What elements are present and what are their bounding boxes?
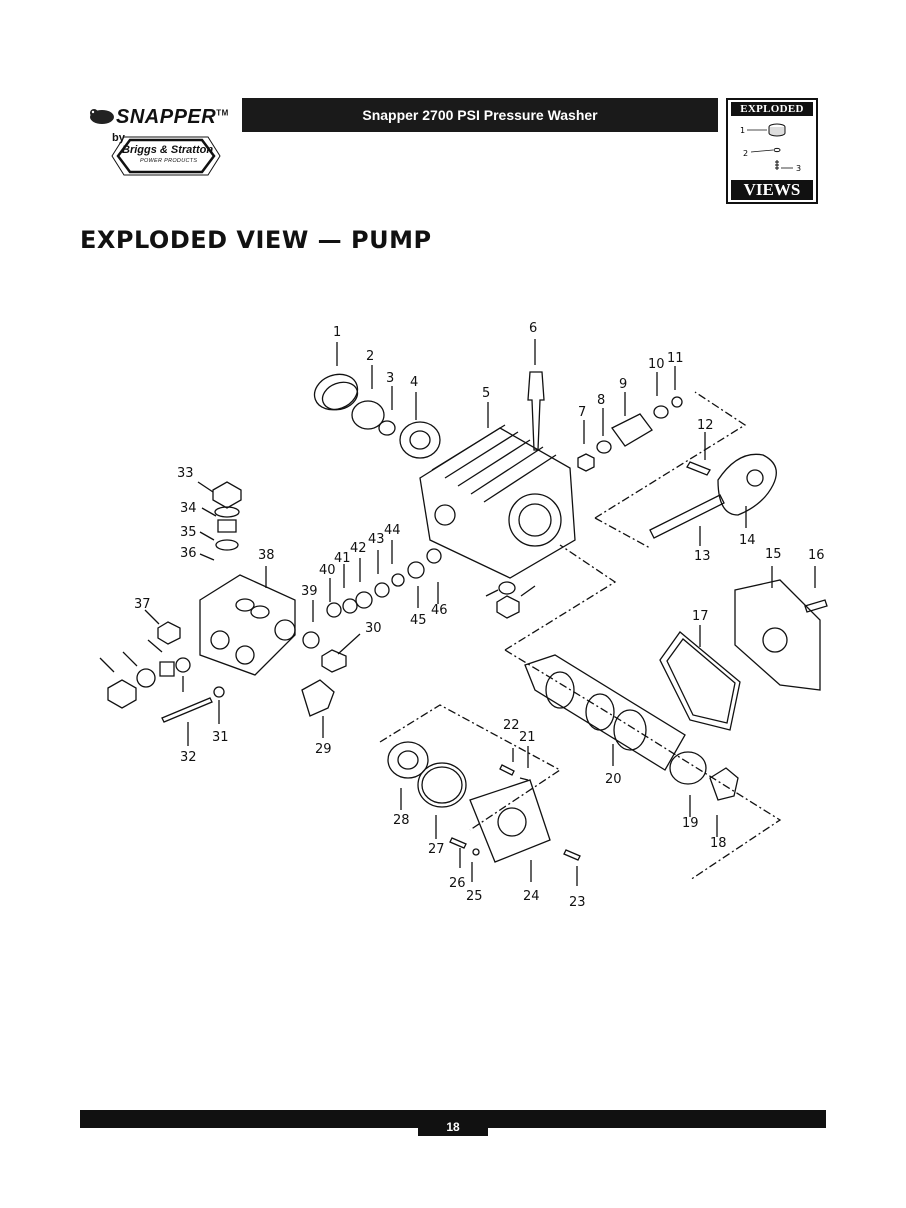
callout-number: 36 xyxy=(180,546,197,561)
callout-number: 8 xyxy=(597,393,605,408)
callout-number: 38 xyxy=(258,548,275,563)
callout-number: 12 xyxy=(697,418,714,433)
callout-number: 39 xyxy=(301,584,318,599)
callout-number: 7 xyxy=(578,405,586,420)
callout-number: 9 xyxy=(619,377,627,392)
callout-number: 20 xyxy=(605,772,622,787)
callout-number: 28 xyxy=(393,813,410,828)
callout-number: 31 xyxy=(212,730,229,745)
callout-number: 42 xyxy=(350,541,367,556)
callout-number: 15 xyxy=(765,547,782,562)
header-title: Snapper 2700 PSI Pressure Washer xyxy=(242,98,718,132)
badge-callout: 3 xyxy=(796,164,801,173)
callout-number: 30 xyxy=(365,621,382,636)
callout-number: 19 xyxy=(682,816,699,831)
page-number: 18 xyxy=(418,1114,488,1136)
callout-number: 17 xyxy=(692,609,709,624)
briggs-stratton-name: Briggs & Stratton xyxy=(122,144,214,156)
callout-number: 18 xyxy=(710,836,727,851)
callout-number: 34 xyxy=(180,501,197,516)
badge-top-label: EXPLODED xyxy=(731,102,813,116)
callout-number: 27 xyxy=(428,842,445,857)
briggs-stratton-badge-icon xyxy=(111,136,221,176)
callout-number: 26 xyxy=(449,876,466,891)
pump-parts-drawing xyxy=(99,339,828,886)
logo-block: SNAPPERTM by Briggs & Stratton POWER PRO… xyxy=(80,98,240,178)
callout-number: 3 xyxy=(386,371,394,386)
callout-number: 46 xyxy=(431,603,448,618)
callout-number: 2 xyxy=(366,349,374,364)
callout-number: 25 xyxy=(466,889,483,904)
callout-number: 22 xyxy=(503,718,520,733)
callout-number: 21 xyxy=(519,730,536,745)
callout-number: 14 xyxy=(739,533,756,548)
exploded-views-badge: EXPLODED 1 2 3 VIEWS xyxy=(726,98,818,204)
callout-number: 44 xyxy=(384,523,401,538)
badge-parts-icon: 1 2 3 xyxy=(740,123,801,173)
callout-number: 1 xyxy=(333,325,341,340)
callout-number: 40 xyxy=(319,563,336,578)
callout-number: 37 xyxy=(134,597,151,612)
callout-number: 10 xyxy=(648,357,665,372)
callout-number: 4 xyxy=(410,375,418,390)
pump-exploded-diagram: 1 2 3 4 5 6 7 8 9 10 11 12 13 14 15 16 1… xyxy=(99,321,828,910)
callout-number: 32 xyxy=(180,750,197,765)
callout-number: 29 xyxy=(315,742,332,757)
snapper-turtle-logo-icon xyxy=(90,109,114,124)
callout-number: 5 xyxy=(482,386,490,401)
callout-number: 23 xyxy=(569,895,586,910)
page-title: EXPLODED VIEW — PUMP xyxy=(80,226,432,254)
callout-number: 11 xyxy=(667,351,684,366)
badge-callout: 2 xyxy=(743,149,748,158)
callout-number: 13 xyxy=(694,549,711,564)
callout-number: 6 xyxy=(529,321,537,336)
briggs-stratton-sub: POWER PRODUCTS xyxy=(140,158,198,164)
snapper-logo: SNAPPERTM xyxy=(116,106,229,128)
callout-number: 24 xyxy=(523,889,540,904)
badge-callout: 1 xyxy=(740,126,745,135)
badge-bottom-label: VIEWS xyxy=(731,180,813,200)
callout-number: 43 xyxy=(368,532,385,547)
callout-number: 33 xyxy=(177,466,194,481)
callout-number: 35 xyxy=(180,525,197,540)
callout-number: 45 xyxy=(410,613,427,628)
callout-number: 41 xyxy=(334,551,351,566)
callout-number: 16 xyxy=(808,548,825,563)
